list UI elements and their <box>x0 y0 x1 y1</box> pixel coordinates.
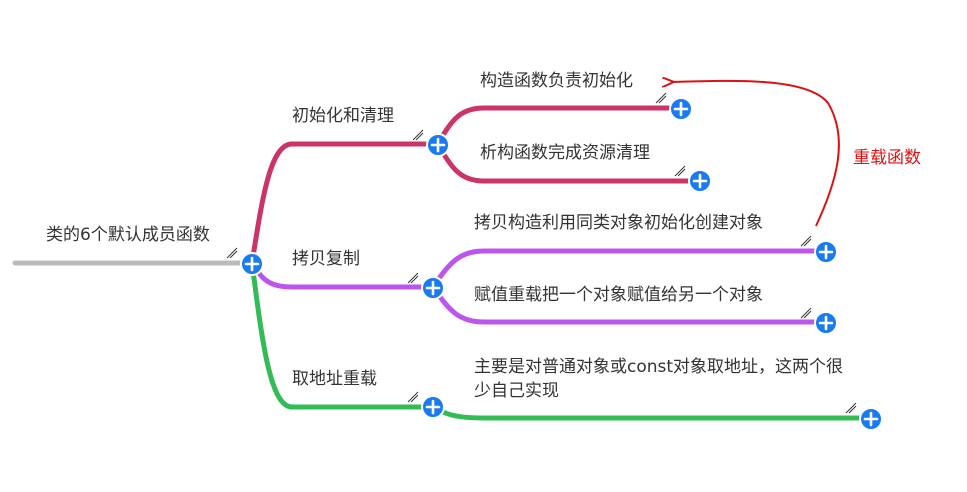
resize-handle-icon[interactable] <box>674 165 686 177</box>
resize-handle-icon[interactable] <box>800 307 812 319</box>
subtopic-assignment-overload[interactable]: 赋值重载把一个对象赋值给另一个对象 <box>474 285 763 305</box>
edge-root-to-branch-1 <box>249 141 441 266</box>
resize-handle-icon[interactable] <box>407 391 419 403</box>
subtopic-constructor[interactable]: 构造函数负责初始化 <box>480 71 633 91</box>
plus-circle-icon[interactable] <box>688 169 712 193</box>
plus-circle-icon[interactable] <box>426 133 450 157</box>
plus-circle-icon[interactable] <box>814 240 838 264</box>
edge-branch-2-to-child-1 <box>430 248 829 290</box>
branch-topic-address-overload[interactable]: 取地址重载 <box>292 369 377 389</box>
plus-circle-icon[interactable] <box>814 311 838 335</box>
resize-handle-icon[interactable] <box>655 92 667 104</box>
resize-handle-icon[interactable] <box>800 235 812 247</box>
edge-root-to-branch-3 <box>249 260 436 410</box>
subtopic-address-of[interactable]: 主要是对普通对象或const对象取地址，这两个很少自己实现 <box>474 357 844 401</box>
plus-circle-icon[interactable] <box>421 276 445 300</box>
subtopic-destructor[interactable]: 析构函数完成资源清理 <box>480 143 650 163</box>
branch-topic-init-cleanup[interactable]: 初始化和清理 <box>292 106 394 126</box>
branch-topic-copy[interactable]: 拷贝复制 <box>292 249 360 269</box>
plus-circle-icon[interactable] <box>421 395 445 419</box>
plus-circle-icon[interactable] <box>240 252 264 276</box>
relationship-arrow <box>672 81 840 227</box>
plus-circle-icon[interactable] <box>669 97 693 121</box>
plus-circle-icon[interactable] <box>859 407 883 431</box>
resize-handle-icon[interactable] <box>407 272 419 284</box>
resize-handle-icon[interactable] <box>226 247 238 259</box>
subtopic-copy-constructor[interactable]: 拷贝构造利用同类对象初始化创建对象 <box>474 213 763 233</box>
edge-branch-3-to-child-1 <box>430 404 874 421</box>
resize-handle-icon[interactable] <box>412 129 424 141</box>
edge-branch-1-to-child-1 <box>435 105 683 147</box>
resize-handle-icon[interactable] <box>845 402 857 414</box>
relationship-label[interactable]: 重载函数 <box>853 148 921 168</box>
root-topic[interactable]: 类的6个默认成员函数 <box>46 225 210 245</box>
